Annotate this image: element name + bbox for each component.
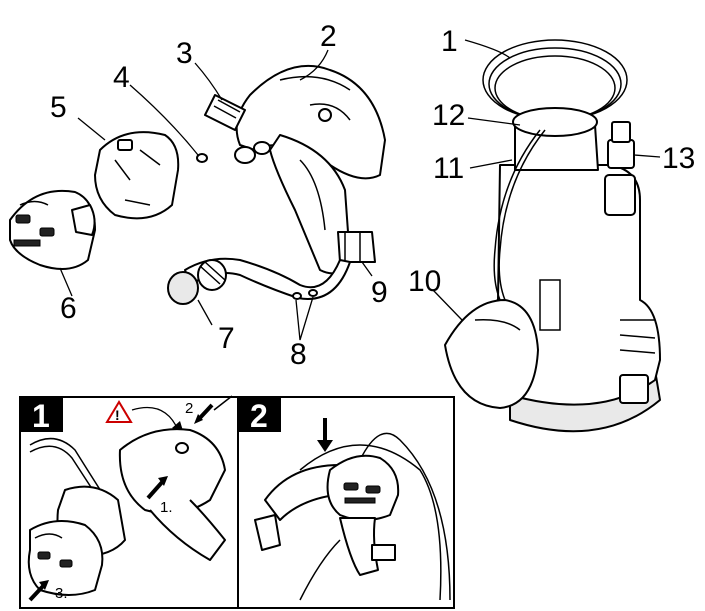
callout-10: 10	[408, 265, 441, 298]
callout-9: 9	[371, 276, 388, 309]
callout-3: 3	[176, 37, 193, 70]
leader-lines	[59, 39, 661, 341]
hose-assembly	[167, 257, 351, 305]
arrow-icon	[317, 440, 333, 452]
step-panel-2: 2	[237, 396, 455, 609]
panel-2-badge	[239, 398, 281, 432]
step-panel-1: 1 ! 2 1. 3.	[19, 395, 239, 609]
panel-1-badge	[21, 398, 63, 432]
panel-2-number: 2	[250, 398, 268, 434]
callout-7: 7	[218, 322, 235, 355]
callout-13: 13	[662, 142, 695, 175]
callout-11: 11	[433, 152, 464, 185]
arrow-icon	[39, 580, 49, 590]
pump-body	[444, 39, 661, 433]
cover-parts	[9, 131, 208, 270]
callout-5: 5	[50, 91, 67, 124]
callout-2: 2	[320, 20, 337, 53]
step-1-label: 1.	[160, 499, 173, 516]
callout-8: 8	[290, 338, 307, 371]
callout-labels: 1 2 3 4 5 6 7 8 9 10 11 12 13	[50, 20, 695, 371]
step-2-label: 2	[185, 400, 193, 417]
arrow-icon	[158, 476, 168, 486]
panel-1-number: 1	[32, 398, 50, 434]
callout-12: 12	[432, 99, 465, 132]
arrow-icon	[194, 414, 203, 424]
warning-glyph: !	[115, 407, 120, 423]
handle-assembly	[204, 64, 386, 275]
callout-1: 1	[441, 25, 458, 58]
callout-4: 4	[113, 61, 130, 94]
warning-triangle-icon	[105, 400, 133, 423]
step-3-label: 3.	[55, 585, 68, 602]
callout-6: 6	[60, 292, 77, 325]
